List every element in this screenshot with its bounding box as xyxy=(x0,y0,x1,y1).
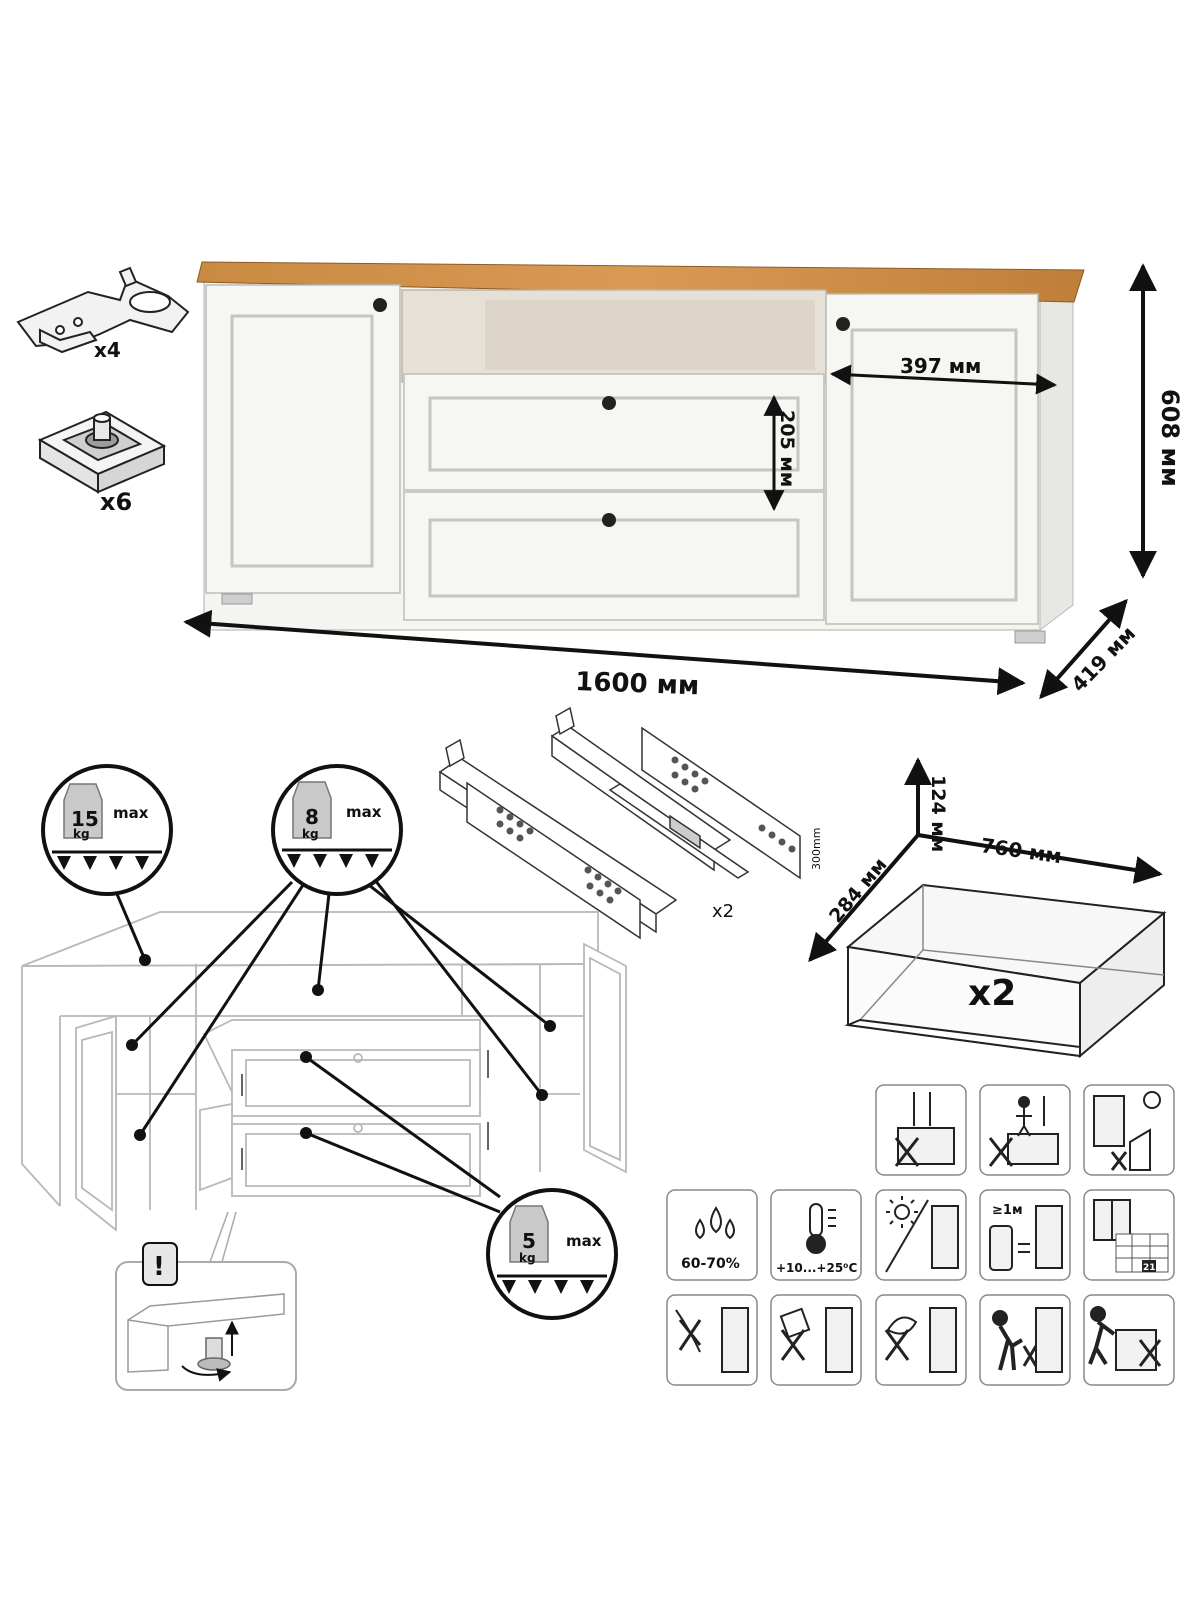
no-solvent-wipe-icon xyxy=(884,1307,957,1373)
load-badge-top: 15 kg max xyxy=(41,764,173,896)
load-drawer-unit: kg xyxy=(519,1251,536,1265)
temperature-value: +10...+25⁰C xyxy=(776,1261,857,1275)
leader-lines xyxy=(112,879,551,1214)
shelf-width-dimension: 397 мм xyxy=(900,354,981,378)
load-shelf-label: max xyxy=(346,803,382,821)
no-door-hanging-icon xyxy=(1093,1091,1161,1171)
no-abrasive-cleaner-icon xyxy=(779,1307,853,1373)
lower-drawer xyxy=(403,491,825,621)
lower-drawer-knob xyxy=(602,513,616,527)
hinges-qty: x4 xyxy=(94,338,121,362)
no-standing-icon xyxy=(894,1092,955,1167)
drawer-slide-left-icon xyxy=(438,738,678,940)
distance-from-heater-icon xyxy=(989,1205,1063,1271)
load-badge-shelf: 8 kg max xyxy=(271,764,403,896)
load-drawer-label: max xyxy=(566,1232,602,1250)
load-top-value: 15 xyxy=(71,807,99,831)
no-climbing-icon xyxy=(988,1096,1059,1167)
no-direct-sun-icon xyxy=(885,1196,959,1273)
weight-icon xyxy=(292,781,332,839)
box-width-arrow xyxy=(917,833,1163,884)
drawer-box-icon xyxy=(844,883,1167,1059)
box-depth-arrow xyxy=(808,833,920,963)
upper-drawer xyxy=(403,373,825,491)
warning-mark: ! xyxy=(153,1252,165,1282)
distance-value: ≥1м xyxy=(992,1203,1023,1218)
load-shelf-value: 8 xyxy=(305,805,319,829)
leveling-foot-icon xyxy=(37,410,167,494)
right-door-knob xyxy=(836,317,850,331)
box-width-dimension: 760 мм xyxy=(979,833,1063,868)
drawer-slide-right-icon xyxy=(550,706,801,880)
right-door xyxy=(825,293,1039,625)
load-top-unit: kg xyxy=(73,827,90,841)
load-shelf-unit: kg xyxy=(302,827,319,841)
box-depth-dimension: 284 мм xyxy=(825,854,892,927)
shelf-width-arrow xyxy=(829,364,1058,395)
load-drawer-value: 5 xyxy=(522,1229,536,1253)
no-push-drawer-unit-icon xyxy=(1088,1306,1162,1371)
slide-length: 300mm xyxy=(810,828,823,870)
no-push-cabinet-icon xyxy=(992,1307,1063,1373)
width-dimension: 1600 мм xyxy=(575,667,700,701)
humidity-icon xyxy=(695,1206,735,1240)
height-dimension: 608 мм xyxy=(1156,389,1184,487)
width-arrow xyxy=(183,609,1026,696)
weight-icon xyxy=(509,1205,549,1263)
depth-arrow xyxy=(1039,598,1128,700)
load-badge-drawer: 5 kg max xyxy=(486,1188,618,1320)
cabinet-render xyxy=(196,261,1085,644)
drawer-adjust-arrows xyxy=(241,1050,489,1170)
assembly-diagram xyxy=(21,911,627,1232)
load-top-label: max xyxy=(113,804,149,822)
upper-drawer-knob xyxy=(602,396,616,410)
leveling-detail-callout xyxy=(115,1211,297,1391)
warning-icon: ! xyxy=(142,1242,178,1286)
leader-dots xyxy=(126,954,556,1141)
oak-top xyxy=(196,261,1085,303)
feet-qty: x6 xyxy=(100,488,132,516)
no-wet-cleaning-icon xyxy=(675,1307,749,1373)
thermometer-icon xyxy=(806,1203,836,1254)
hinge-icon xyxy=(16,266,190,354)
slides-qty: x2 xyxy=(712,901,734,922)
left-door xyxy=(205,284,401,594)
drawer-height-dimension: 205 мм xyxy=(776,410,798,487)
left-door-knob xyxy=(373,298,387,312)
calendar-day: 21 xyxy=(1143,1263,1156,1273)
box-qty: x2 xyxy=(968,973,1016,1014)
box-height-dimension: 124 мм xyxy=(927,775,949,852)
weight-icon xyxy=(63,783,103,839)
humidity-value: 60-70% xyxy=(681,1256,740,1272)
calendar-highlight xyxy=(1142,1260,1156,1272)
